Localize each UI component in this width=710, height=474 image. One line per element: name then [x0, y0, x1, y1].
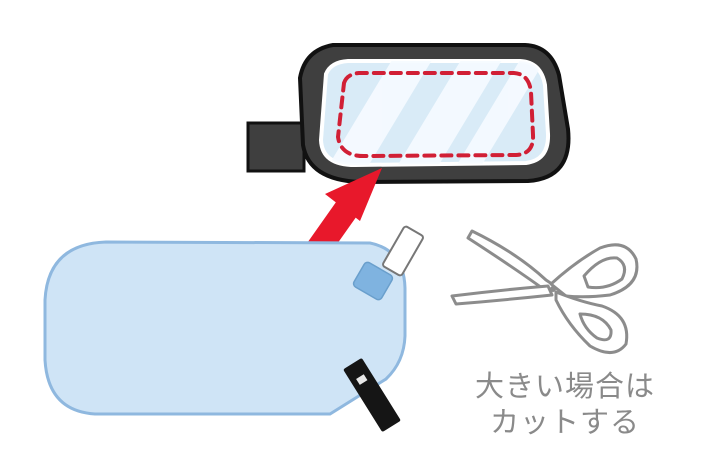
- side-mirror-icon: [246, 43, 571, 185]
- mirror-mount: [246, 121, 306, 173]
- caption-line-2: カットする: [489, 405, 640, 439]
- trim-guide-dashed-outline: [335, 71, 536, 159]
- scissors-icon: [450, 229, 639, 354]
- peel-tab-black-label: [356, 374, 368, 385]
- peel-tab-blue: [352, 261, 394, 301]
- film-sheet: [43, 240, 407, 416]
- scissors-upper-blade: [466, 229, 557, 295]
- scissors-lower-handle-hole: [578, 312, 613, 342]
- scissors-lower-blade: [450, 284, 554, 306]
- peel-tab-black: [343, 358, 401, 432]
- scissors-upper-handle-hole: [582, 256, 627, 290]
- caption-line-1: 大きい場合は: [474, 369, 655, 403]
- scissors-pivot: [550, 286, 556, 292]
- glass-reflection: [327, 61, 545, 165]
- peel-tab-white: [382, 225, 424, 277]
- protective-film-icon: [43, 225, 424, 432]
